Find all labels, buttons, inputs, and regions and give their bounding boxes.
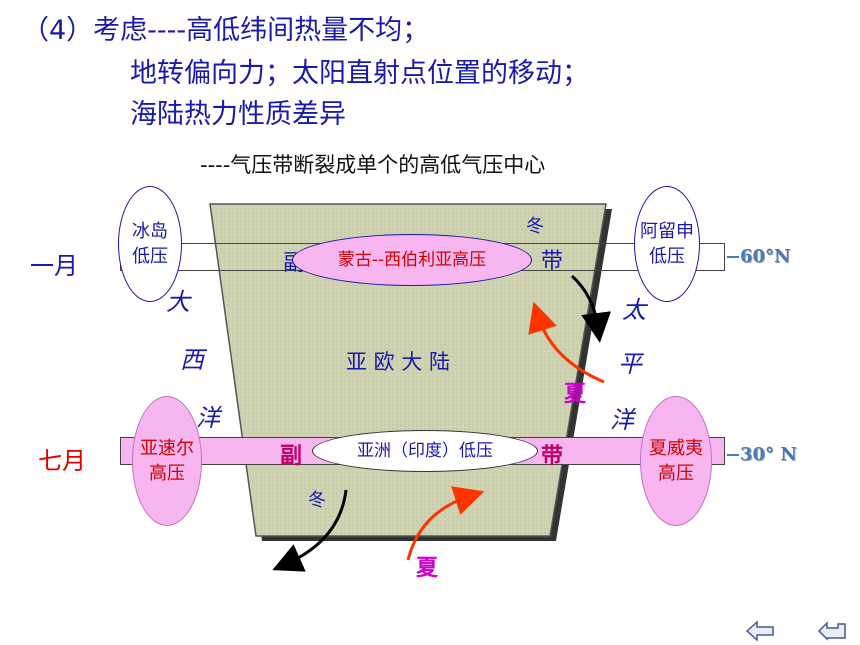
jul-belt-char-left: 副: [280, 444, 303, 469]
asia-india-low-label: 亚洲（印度）低压: [357, 440, 493, 461]
jul-belt-char-right: 带: [541, 444, 564, 469]
title-line-3: 海陆热力性质差异: [130, 99, 346, 130]
azores-high-label: 亚速尔 高压: [140, 438, 194, 484]
aleutian-low-label: 阿留申 低压: [640, 221, 694, 267]
latitude-30n: 30° N: [740, 444, 797, 465]
back-arrow-icon[interactable]: [746, 620, 774, 642]
iceland-low-label: 冰岛 低压: [132, 221, 168, 267]
mongolia-siberia-high: 蒙古--西伯利亚高压: [292, 234, 532, 286]
aleutian-low: 阿留申 低压: [634, 186, 700, 302]
winter-monsoon-arrow-lower: [272, 489, 348, 572]
hawaii-high-label: 夏威夷 高压: [649, 438, 703, 484]
subtitle: ----气压带断裂成单个的高低气压中心: [200, 153, 546, 177]
winter-label-lower: 冬: [308, 490, 326, 511]
pacific-char-1: 太: [622, 296, 646, 324]
lat-60-tick: [727, 256, 739, 258]
winter-monsoon-arrow-upper: [570, 274, 612, 343]
summer-label-lower: 夏: [416, 555, 439, 581]
return-arrow-icon[interactable]: [818, 620, 846, 642]
summer-monsoon-arrow-upper: [528, 301, 605, 384]
summer-monsoon-arrow-lower: [406, 486, 485, 561]
title-line-1: （4）考虑----高低纬间热量不均；: [22, 15, 430, 46]
iceland-low: 冰岛 低压: [118, 186, 182, 302]
summer-label-upper: 夏: [564, 381, 587, 407]
jan-belt-char-right: 带: [541, 249, 564, 274]
july-label: 七月: [38, 447, 86, 475]
hawaii-high: 夏威夷 高压: [640, 396, 712, 526]
asia-india-low: 亚洲（印度）低压: [312, 430, 538, 472]
pacific-char-2: 平: [618, 350, 642, 378]
pacific-char-3: 洋: [610, 406, 634, 434]
atlantic-char-2: 西: [180, 346, 204, 374]
latitude-60n: 60°N: [740, 246, 791, 267]
january-label: 一月: [30, 252, 78, 280]
title-line-2: 地转偏向力；太阳直射点位置的移动；: [130, 58, 589, 89]
jan-top-winter: 冬: [526, 216, 544, 237]
atlantic-char-1: 大: [166, 288, 190, 316]
mongolia-siberia-high-label: 蒙古--西伯利亚高压: [337, 249, 487, 270]
continent-label: 亚 欧 大 陆: [346, 350, 451, 374]
lat-30-tick: [727, 454, 739, 456]
atlantic-char-3: 洋: [196, 404, 220, 432]
azores-high: 亚速尔 高压: [132, 396, 202, 526]
